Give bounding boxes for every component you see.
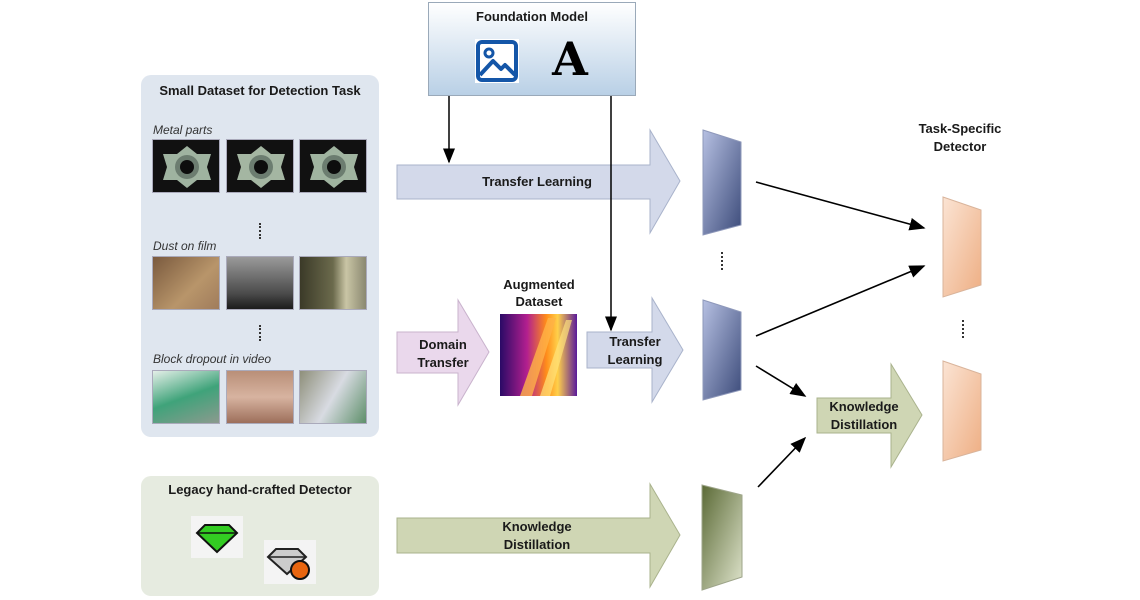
kd-right-label-line2: Distillation <box>830 417 898 432</box>
small-dataset-panel: Small Dataset for Detection Task Metal p… <box>141 75 379 437</box>
connector-layer-to-kd <box>755 365 807 397</box>
image-icon <box>475 39 519 83</box>
knowledge-distillation-arrow-right <box>816 362 923 469</box>
foundation-model-title: Foundation Model <box>476 9 588 24</box>
detector-layer-orange <box>942 360 982 462</box>
kd-right-label: Knowledge Distillation <box>812 398 916 434</box>
metal-part-image <box>226 139 294 193</box>
block-dropout-image <box>226 370 294 424</box>
group-label-dust-on-film: Dust on film <box>153 239 217 253</box>
text-letter-a-icon: A <box>552 32 588 86</box>
augmented-dataset-title: Augmented Dataset <box>495 276 583 310</box>
dust-film-image <box>152 256 220 310</box>
domain-transfer-label-line2: Transfer <box>417 355 469 370</box>
transfer-learning-arrow-top <box>396 128 681 235</box>
dust-film-image <box>299 256 367 310</box>
task-specific-detector-title: Task-Specific Detector <box>900 120 1020 156</box>
grey-gem-orange-badge-icon <box>264 540 316 584</box>
ellipsis-vertical <box>259 223 263 239</box>
transfer-learning-mid-label-line1: Transfer <box>609 334 661 349</box>
task-specific-detector-title-line1: Task-Specific <box>918 121 1002 136</box>
heat-streak <box>540 320 572 396</box>
kd-right-label-line1: Knowledge <box>829 399 899 414</box>
detector-layer-orange <box>942 196 982 298</box>
network-layer-blue <box>702 129 742 236</box>
knowledge-distillation-arrow-bottom <box>396 482 681 589</box>
domain-transfer-arrow <box>396 298 490 407</box>
foundation-model-box: Foundation Model A <box>428 2 636 96</box>
kd-bottom-label: Knowledge Distillation <box>397 518 677 554</box>
transfer-learning-arrow-mid <box>586 296 684 404</box>
connector-layer-to-detector <box>755 265 926 337</box>
dust-film-image <box>226 256 294 310</box>
legacy-detector-title: Legacy hand-crafted Detector <box>168 482 352 497</box>
kd-bottom-label-line2: Distillation <box>503 537 571 552</box>
heat-streak <box>520 318 556 396</box>
connector-layer-to-detector <box>755 181 926 231</box>
block-dropout-image <box>152 370 220 424</box>
transfer-learning-mid-label: Transfer Learning <box>590 333 680 369</box>
legacy-detector-panel: Legacy hand-crafted Detector <box>141 476 379 596</box>
metal-part-image <box>299 139 367 193</box>
transfer-learning-mid-label-line2: Learning <box>607 352 663 367</box>
block-dropout-image <box>299 370 367 424</box>
kd-bottom-label-line1: Knowledge <box>502 519 572 534</box>
augmented-dataset-title-line2: Dataset <box>515 294 563 309</box>
group-label-metal-parts: Metal parts <box>153 123 213 137</box>
ellipsis-vertical <box>259 325 263 341</box>
task-specific-detector-title-line2: Detector <box>933 139 987 154</box>
connector-legacy-to-kd <box>757 436 807 488</box>
transfer-learning-top-label: Transfer Learning <box>482 174 592 189</box>
network-layer-blue <box>702 299 742 401</box>
network-layer-green <box>701 484 743 591</box>
domain-transfer-label: Domain Transfer <box>400 336 486 372</box>
augmented-dataset-title-line1: Augmented <box>503 277 575 292</box>
group-label-block-dropout: Block dropout in video <box>153 352 272 366</box>
metal-part-image <box>152 139 220 193</box>
green-gem-icon <box>191 516 243 558</box>
domain-transfer-label-line1: Domain <box>419 337 467 352</box>
small-dataset-title: Small Dataset for Detection Task <box>159 83 361 98</box>
